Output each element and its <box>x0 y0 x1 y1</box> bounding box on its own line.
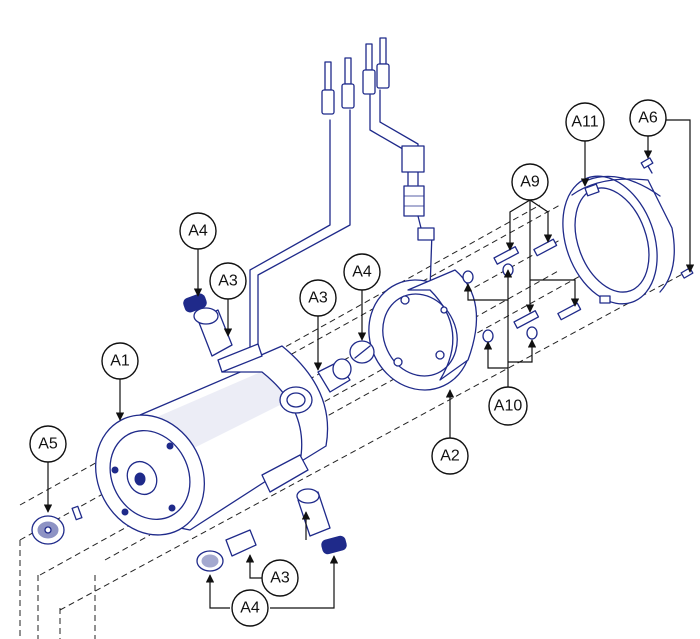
callout-label: A2 <box>440 448 460 465</box>
callout-a3-top: A3 <box>209 262 247 300</box>
wire-harness <box>249 37 435 359</box>
brake-assembly <box>368 269 478 391</box>
brush-cap <box>349 340 375 364</box>
terminal-pin <box>376 37 390 89</box>
brush-cap <box>321 535 347 555</box>
brush-cap <box>183 293 207 313</box>
callout-a4-top: A4 <box>179 212 217 250</box>
connector-plug-lower <box>403 185 425 217</box>
callout-a9: A9 <box>511 163 549 201</box>
leader-lines <box>43 119 695 609</box>
shaft-coupling <box>31 505 83 545</box>
cover-band <box>562 175 675 305</box>
terminal-pin <box>341 57 355 109</box>
callout-label: A9 <box>520 174 540 191</box>
callout-a4-bottom: A4 <box>231 589 269 627</box>
screw <box>640 157 654 174</box>
callout-a1: A1 <box>101 342 139 380</box>
callout-a10: A10 <box>488 386 528 426</box>
brush-port <box>279 386 313 414</box>
callout-label: A11 <box>571 114 598 131</box>
callout-a4-mid: A4 <box>343 253 381 291</box>
connector-plug-upper <box>401 145 425 173</box>
screw <box>513 310 540 329</box>
callout-label: A1 <box>110 353 130 370</box>
screw <box>680 267 694 279</box>
callout-a2: A2 <box>431 437 469 475</box>
callout-label: A3 <box>270 570 290 587</box>
screw <box>557 302 582 321</box>
terminal-pin <box>321 61 335 115</box>
screw <box>493 246 520 265</box>
callout-label: A4 <box>188 223 208 240</box>
brush-cap <box>196 550 224 572</box>
terminal-pin <box>362 43 376 95</box>
motor-housing <box>94 343 329 536</box>
screw <box>533 238 558 257</box>
callout-label: A10 <box>494 398 523 415</box>
brush-holder <box>193 307 233 357</box>
callout-a6: A6 <box>629 99 667 137</box>
brush-holder <box>296 488 331 537</box>
callout-label: A4 <box>240 600 260 617</box>
callout-label: A3 <box>308 290 328 307</box>
callout-label: A3 <box>218 273 238 290</box>
callout-a3-bottom: A3 <box>261 559 299 597</box>
brush-holder <box>317 358 352 393</box>
callout-label: A4 <box>352 264 372 281</box>
callout-label: A5 <box>38 436 58 453</box>
callout-a11: A11 <box>565 102 605 142</box>
callout-a5: A5 <box>29 425 67 463</box>
callout-a3-mid: A3 <box>299 279 337 317</box>
brush-holder <box>225 529 257 557</box>
callout-label: A6 <box>638 110 658 127</box>
